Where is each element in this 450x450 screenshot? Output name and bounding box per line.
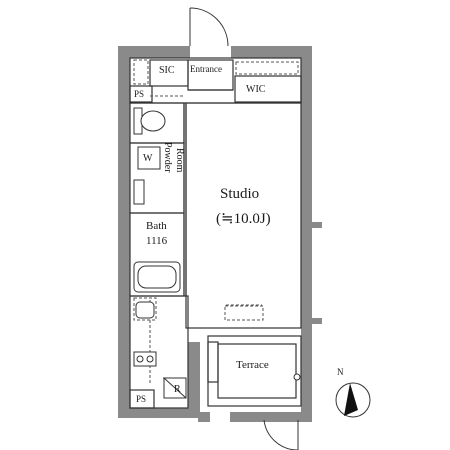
room-label-studio: Studio <box>220 186 260 202</box>
room-label-bath-size: 1116 <box>146 235 168 247</box>
room-label-powder: Powder <box>162 142 173 173</box>
compass <box>335 382 371 418</box>
room-label-bath: Bath <box>146 220 167 232</box>
entrance-door <box>189 7 229 47</box>
room-label-room: Room <box>174 148 185 173</box>
room-label-refrigerator: R <box>174 384 181 395</box>
room-label-entrance: Entrance <box>190 64 222 74</box>
room-label-ps-bottom: PS <box>136 394 147 404</box>
room-label-sic: SIC <box>159 65 175 76</box>
room-label-ps-top: PS <box>134 89 145 99</box>
terrace-drain <box>293 373 301 381</box>
interior-walls <box>129 57 302 409</box>
toilet <box>133 107 166 135</box>
bathtub <box>133 261 181 293</box>
refrigerator <box>163 377 187 399</box>
compass-north-label: N <box>337 367 344 377</box>
stove <box>133 351 157 367</box>
washer <box>133 146 161 205</box>
room-label-washer: W <box>143 153 153 164</box>
room-label-studio-area: (≒10.0J) <box>216 211 271 227</box>
kitchen-sink <box>135 301 155 319</box>
terrace-door <box>263 419 299 450</box>
room-label-terrace: Terrace <box>236 359 269 371</box>
outer-walls <box>118 46 322 422</box>
room-label-wic: WIC <box>246 84 266 95</box>
